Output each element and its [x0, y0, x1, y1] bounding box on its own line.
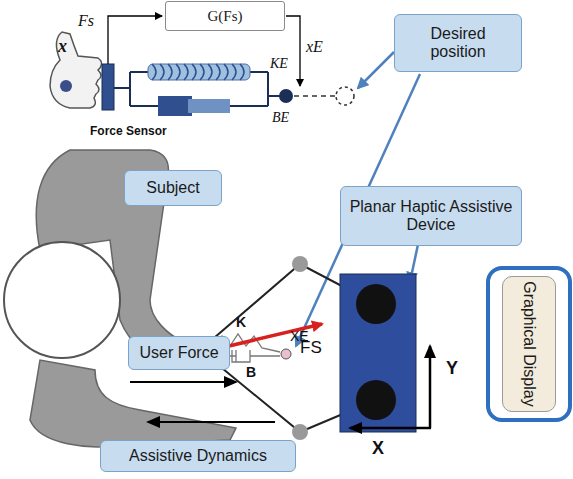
- desired-position-marker: [336, 87, 354, 105]
- signal-line: [108, 16, 162, 64]
- callout-box: Desired position: [394, 14, 522, 72]
- x-axis: [350, 427, 431, 430]
- hand-icon: [50, 32, 102, 108]
- label: Force Sensor: [90, 124, 167, 138]
- box-text: Planar Haptic Assistive Device: [349, 198, 513, 235]
- assistive-arrow: [148, 421, 275, 423]
- label: FS: [300, 338, 322, 358]
- box-text: G(Fs): [207, 8, 242, 25]
- label: Y: [446, 358, 458, 379]
- label: K: [236, 314, 246, 330]
- label: xE: [306, 38, 323, 56]
- equilibrium-point: [281, 349, 291, 359]
- label: KE: [270, 56, 288, 72]
- label: Fs: [78, 12, 94, 30]
- box-text: Assistive Dynamics: [129, 447, 267, 465]
- subject-figure: [4, 150, 236, 447]
- signal-line: [286, 16, 300, 86]
- display-box: Graphical Display: [502, 276, 556, 412]
- box-text: Graphical Display: [520, 281, 538, 406]
- callout-box: Assistive Dynamics: [100, 440, 296, 472]
- box-text: Subject: [146, 179, 199, 197]
- force-sensor: [102, 64, 114, 110]
- label: x: [58, 36, 67, 57]
- function-box: G(Fs): [165, 1, 285, 31]
- label: BE: [272, 110, 289, 126]
- spring-symbol: [148, 64, 250, 80]
- damper-symbol: [158, 96, 230, 116]
- user-force-arrow: [130, 381, 236, 383]
- label: X: [372, 438, 384, 459]
- label: B: [246, 364, 256, 380]
- end-point: [279, 89, 293, 103]
- callout-box: Planar Haptic Assistive Device: [340, 186, 522, 246]
- box-text: User Force: [139, 344, 218, 362]
- y-axis: [429, 346, 432, 428]
- display-frame: [488, 268, 570, 420]
- dashed-line: [294, 95, 336, 97]
- callout-box: Subject: [124, 170, 222, 206]
- callout-box: User Force: [128, 336, 230, 370]
- box-text: Desired position: [403, 25, 513, 62]
